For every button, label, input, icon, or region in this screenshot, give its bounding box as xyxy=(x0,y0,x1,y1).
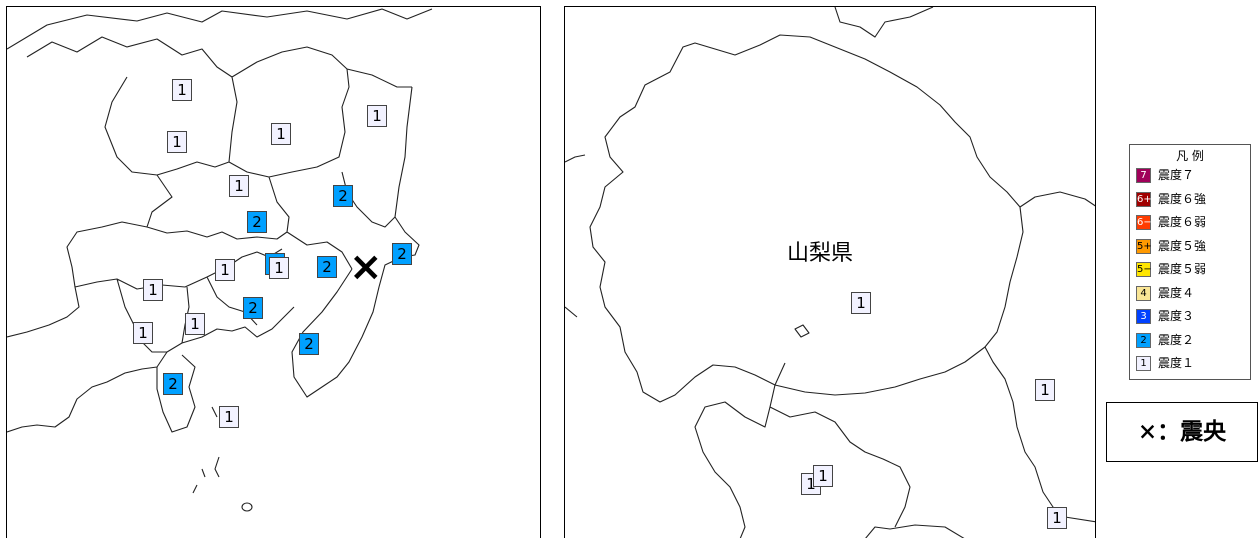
legend-swatch: 5+ xyxy=(1136,238,1152,254)
right-station-1: 1 xyxy=(1035,379,1055,401)
legend-title: 凡 例 xyxy=(1176,149,1204,163)
left-station-3: 1 xyxy=(367,105,387,127)
legend-swatch: 3 xyxy=(1136,309,1151,324)
legend-label: 震度７ xyxy=(1158,168,1195,182)
lake-shape xyxy=(794,324,810,338)
legend-swatch: 2 xyxy=(1136,332,1151,348)
left-station-1: 1 xyxy=(167,131,187,153)
right-station-3: 1 xyxy=(813,465,833,487)
left-station-6: 2 xyxy=(247,211,267,233)
legend-swatch: 4 xyxy=(1136,285,1151,301)
yamanashi-outline xyxy=(589,34,1024,403)
map-kanto: 1111122212221112211 × xyxy=(6,6,541,538)
left-station-12: 1 xyxy=(143,279,163,301)
left-station-2: 1 xyxy=(271,123,291,145)
coastline-path xyxy=(7,8,433,433)
right-station-0: 1 xyxy=(851,292,871,314)
left-station-4: 1 xyxy=(229,175,249,197)
epicenter-mark: × xyxy=(349,244,383,290)
izu-islands xyxy=(192,406,253,512)
legend-swatch: 6+ xyxy=(1136,191,1152,207)
left-station-7: 2 xyxy=(392,243,412,265)
left-station-14: 1 xyxy=(185,313,205,335)
left-station-11: 2 xyxy=(243,297,263,319)
left-station-18: 1 xyxy=(269,257,289,279)
legend-swatch: 1 xyxy=(1136,356,1151,371)
left-station-5: 2 xyxy=(333,185,353,207)
neighbor-boundaries xyxy=(565,7,1095,538)
left-station-10: 2 xyxy=(317,256,337,278)
epicenter-key: ×：震央 xyxy=(1106,402,1258,462)
legend-label: 震度４ xyxy=(1158,285,1195,300)
legend-label: 震度１ xyxy=(1158,356,1195,370)
legend-swatch: 5− xyxy=(1136,262,1152,277)
left-station-15: 2 xyxy=(299,333,319,355)
legend-label: 震度６弱 xyxy=(1158,215,1207,229)
left-station-17: 1 xyxy=(219,406,239,428)
yamanashi-boundaries xyxy=(565,7,1095,538)
legend-label: 震度３ xyxy=(1158,309,1195,323)
intensity-legend: 凡 例 7 震度７ 6+ 震度６強 6− 震度６弱 5+ 震度５強 5− 震度５弱 4 震度４ 3 震度３… xyxy=(1129,144,1251,380)
left-station-13: 1 xyxy=(133,322,153,344)
left-station-8: 1 xyxy=(215,259,235,281)
left-station-0: 1 xyxy=(172,79,192,101)
right-station-4: 1 xyxy=(1047,507,1067,529)
legend-label: 震度６強 xyxy=(1158,191,1207,206)
legend-label: 震度２ xyxy=(1158,332,1195,347)
legend-swatch: 7 xyxy=(1136,168,1151,183)
legend-label: 震度５弱 xyxy=(1158,262,1207,276)
legend-label: 震度５強 xyxy=(1158,238,1207,253)
prefecture-label: 山梨県 xyxy=(787,241,854,266)
legend-swatch: 6− xyxy=(1136,215,1152,230)
left-station-16: 2 xyxy=(163,373,183,395)
